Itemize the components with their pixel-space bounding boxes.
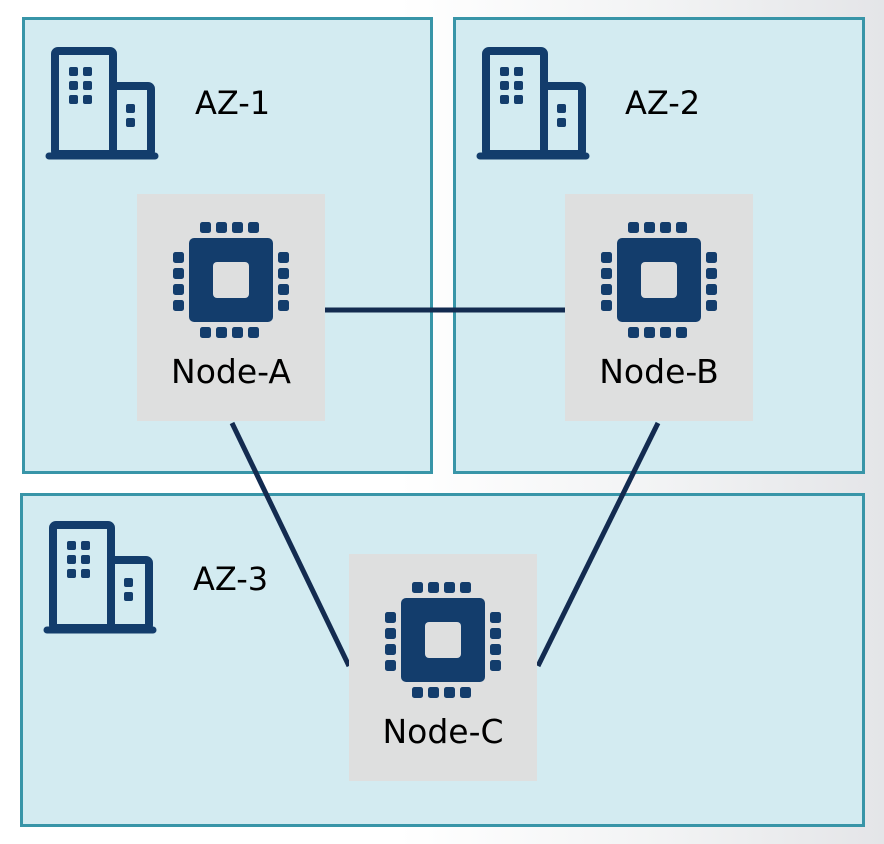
node-c[interactable]: Node-C bbox=[349, 554, 537, 781]
building-icon bbox=[476, 47, 590, 160]
building-icon bbox=[45, 47, 159, 160]
cpu-chip-icon bbox=[173, 222, 289, 338]
cpu-chip-icon bbox=[385, 582, 501, 698]
cpu-chip-icon bbox=[601, 222, 717, 338]
node-label: Node-C bbox=[382, 712, 504, 751]
node-b[interactable]: Node-B bbox=[565, 194, 753, 421]
zone-label: AZ-2 bbox=[625, 84, 701, 122]
node-label: Node-A bbox=[171, 352, 291, 391]
building-icon bbox=[43, 521, 157, 634]
zone-label: AZ-1 bbox=[195, 84, 271, 122]
node-label: Node-B bbox=[599, 352, 719, 391]
zone-label: AZ-3 bbox=[193, 560, 269, 598]
node-a[interactable]: Node-A bbox=[137, 194, 325, 421]
